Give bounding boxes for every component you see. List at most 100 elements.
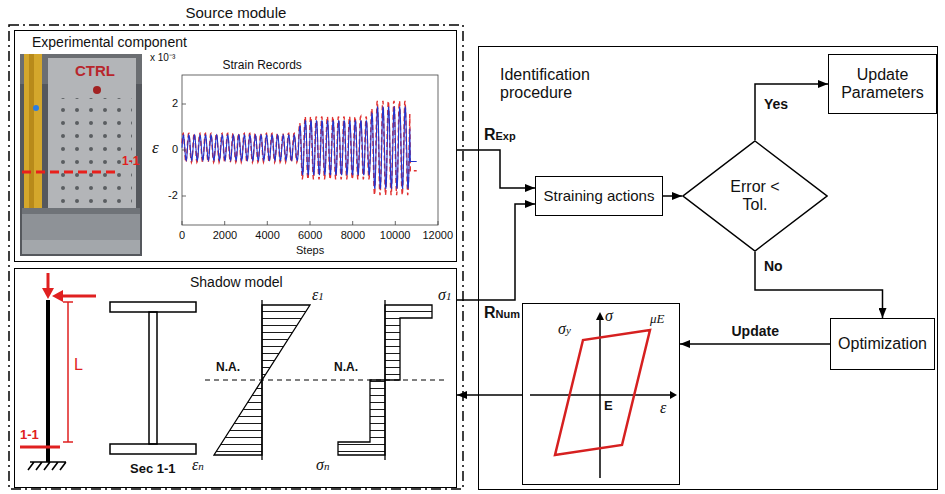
load-arrow — [62, 295, 96, 298]
neutral-axis-label: N.A. — [334, 361, 358, 375]
tick-label: 8000 — [341, 229, 365, 242]
photo-decal — [93, 86, 101, 94]
tick-label: 2 — [172, 97, 178, 110]
axis-multiplier: x 10⁻³ — [150, 52, 175, 64]
axis-label: Steps — [296, 244, 324, 257]
tick-label: 0 — [172, 143, 178, 156]
graph-label: σ — [605, 307, 613, 325]
dimension-line — [63, 302, 73, 442]
plot-frame — [182, 75, 438, 225]
connector-arrow — [755, 84, 828, 140]
connector-arrow — [680, 343, 830, 345]
strain-wedge — [214, 380, 262, 455]
tick-label: 2000 — [213, 229, 237, 242]
tick-label: 4000 — [255, 229, 279, 242]
tick-label: -2 — [168, 189, 178, 202]
graph-label: ε — [660, 399, 666, 417]
photo-base-beam — [22, 240, 140, 254]
neutral-axis-line — [205, 380, 445, 381]
tick-label: 10000 — [380, 229, 411, 242]
bottom-flange — [110, 444, 196, 454]
fixed-support — [28, 462, 66, 470]
web — [149, 312, 157, 444]
axis-head — [670, 391, 677, 399]
axis-label: ε — [152, 138, 159, 158]
edge-label: RExp — [482, 126, 518, 144]
section-cut-line — [22, 171, 118, 174]
photo-base — [22, 208, 140, 254]
process-box: Update Parameters — [828, 54, 937, 114]
outline-shape — [9, 25, 463, 489]
component-panel: Experimental component — [14, 30, 457, 262]
edge-label: Update — [730, 323, 781, 339]
strain-signal-blue — [182, 107, 417, 189]
panel-title: Experimental component — [32, 34, 187, 50]
plot-ticks — [182, 104, 438, 225]
panel-title: Shadow model — [190, 274, 283, 290]
connector-arrow — [663, 195, 682, 197]
box-text: Update Parameters — [835, 66, 930, 103]
module-frame: Source moduleExperimental componentShado… — [8, 24, 464, 490]
load-arrow-head — [42, 288, 54, 299]
connector-arrow — [457, 150, 535, 188]
graph-label: μE — [650, 312, 664, 327]
stress-label: σn — [316, 456, 329, 474]
photo-ground — [20, 54, 142, 256]
column-line — [46, 300, 50, 462]
specimen-photo — [20, 54, 142, 256]
graph-label: E — [604, 399, 613, 414]
hysteresis-loop — [555, 330, 650, 455]
neutral-axis-label: N.A. — [216, 361, 240, 375]
top-flange — [110, 302, 196, 312]
outline-shape — [683, 141, 827, 251]
stress-label: σ1 — [438, 286, 451, 304]
load-arrow — [47, 273, 50, 289]
strain-plot — [182, 75, 438, 225]
procedure-panel: Identification procedure Update Parameter… — [478, 46, 938, 490]
column-sketch — [20, 273, 96, 470]
section-mark — [20, 446, 60, 449]
i-section — [110, 302, 196, 454]
photo-bolts — [52, 98, 132, 204]
box-text: Straining actions — [544, 187, 655, 204]
stress-axis — [599, 320, 601, 478]
strain-label: ε1 — [312, 286, 324, 304]
tick-label: 0 — [179, 229, 185, 242]
axis-head — [596, 312, 604, 320]
connector-arrow — [457, 204, 535, 300]
material-law — [530, 312, 677, 478]
section-label: 1-1 — [20, 428, 39, 443]
dashed-outline — [8, 24, 464, 490]
decision-diamond: Error < Tol. — [682, 140, 828, 252]
connector-arrow — [755, 252, 883, 318]
section-caption: Sec 1-1 — [130, 462, 176, 477]
tick-label: 12000 — [423, 229, 454, 242]
strain-signal-red — [182, 101, 417, 195]
section-label: 1-1 — [122, 155, 139, 169]
photo-plate — [48, 58, 136, 208]
process-box: Optimization — [830, 318, 935, 370]
specimen-text: CTRL — [75, 62, 115, 79]
photo-marker — [33, 105, 39, 111]
component-panel: Shadow model — [14, 268, 457, 488]
material-law-box: σ σy μE Eε — [522, 303, 680, 485]
connector-arrow — [457, 394, 522, 396]
graph-label: σy — [558, 320, 571, 338]
box-text: Optimization — [838, 335, 927, 353]
box-text: Error < Tol. — [729, 178, 781, 215]
dimension-label: L — [74, 356, 83, 374]
panel-title: Identification procedure — [500, 66, 620, 103]
plot-title: Strain Records — [223, 59, 302, 73]
photo-base-edge — [22, 208, 140, 214]
panel-title: Source module — [186, 4, 287, 21]
process-box: Straining actions — [535, 176, 663, 216]
edge-label: Yes — [762, 96, 790, 112]
edge-label: No — [762, 258, 785, 274]
edge-label: RNum — [482, 304, 522, 322]
load-arrow-head — [52, 290, 63, 302]
strain-label: εn — [192, 456, 204, 474]
